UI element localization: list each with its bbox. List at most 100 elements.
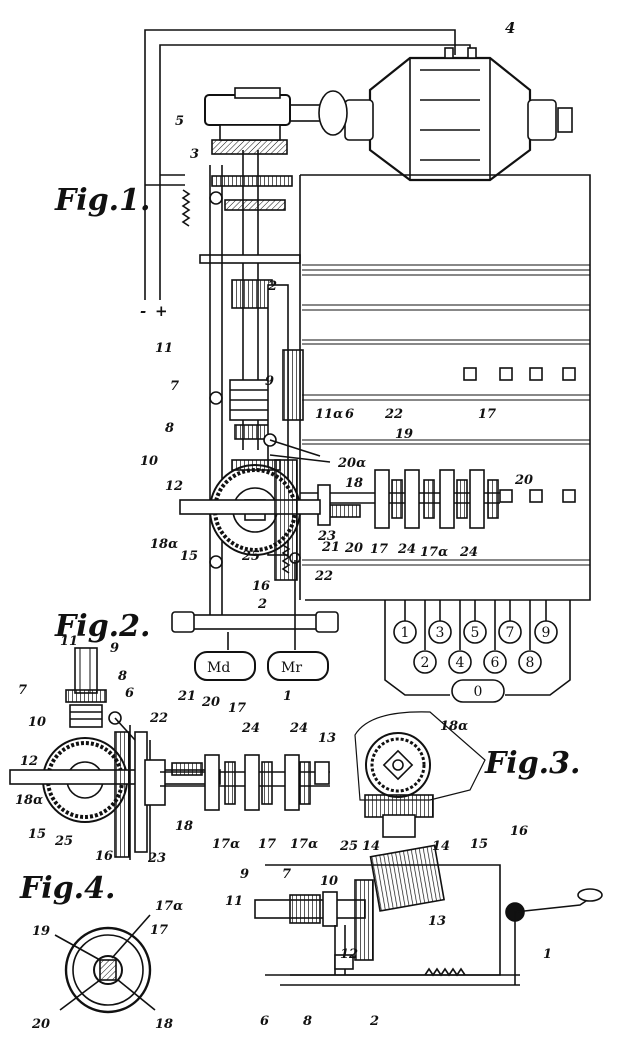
key-label-6: 6 — [491, 655, 500, 671]
key-6 — [483, 650, 507, 674]
ref3-1: 1 — [543, 947, 552, 962]
ref2-15: 15 — [28, 827, 46, 842]
key-label-8: 8 — [526, 655, 535, 671]
figure-titles: Fig.1. Fig.2. Fig.3. Fig.4. — [19, 183, 580, 906]
ref2-17b: 17 — [258, 837, 276, 852]
ref4-19: 19 — [32, 924, 50, 939]
ref2-12: 12 — [20, 754, 38, 769]
key-4 — [448, 650, 472, 674]
ref3-25: 25 — [339, 839, 358, 854]
ref-3: 3 — [190, 147, 199, 162]
gear-head — [204, 87, 293, 211]
electric-motor — [289, 47, 573, 182]
ref3-8: 8 — [303, 1014, 312, 1029]
ref-25: 25 — [241, 549, 260, 564]
ref-22-lower: 22 — [314, 569, 333, 584]
ref4-20: 20 — [31, 1017, 50, 1032]
key-8 — [518, 650, 542, 674]
fig2-reference-labels: 11 9 8 7 6 10 21 20 17 24 22 24 13 12 18… — [15, 634, 336, 866]
fig4-reference-labels: 19 17α 17 20 18 — [31, 899, 183, 1032]
key-0 — [451, 679, 505, 703]
ref-23: 23 — [317, 529, 336, 544]
ref3-14b: 14 — [432, 839, 450, 854]
figure-2 — [9, 647, 330, 860]
ref4-18: 18 — [155, 1017, 173, 1032]
fig3-title: Fig.3. — [484, 746, 580, 781]
ref2-13: 13 — [318, 731, 336, 746]
key-2 — [413, 650, 437, 674]
ref2-24b: 24 — [289, 721, 308, 736]
ref-20: 20 — [514, 473, 533, 488]
ref-5: 5 — [175, 114, 184, 129]
ref-21: 21 — [321, 540, 340, 555]
ref2-17a2: 17α — [290, 837, 318, 852]
ref2-18: 18 — [175, 819, 193, 834]
mr-box-label: Mr — [281, 660, 302, 676]
ref-16: 16 — [252, 579, 270, 594]
plus-sign: + — [155, 302, 168, 320]
ref-22: 22 — [384, 407, 403, 422]
fig4-title: Fig.4. — [19, 871, 115, 906]
ref2-18a: 18α — [15, 793, 43, 808]
left-frame — [181, 165, 223, 620]
ref-24: 24 — [397, 542, 416, 557]
key-9 — [534, 620, 558, 644]
ref3-15: 15 — [470, 837, 488, 852]
key-label-9: 9 — [542, 625, 551, 641]
ref3-10: 10 — [320, 874, 338, 889]
ref2-7: 7 — [18, 683, 27, 698]
ref2-9: 9 — [110, 641, 119, 656]
key-label-3: 3 — [436, 625, 445, 641]
figure-4 — [54, 914, 156, 1014]
keyboard — [384, 600, 571, 703]
fig3-reference-labels: 18α 15 16 25 14 14 9 7 10 11 13 12 6 8 2… — [225, 719, 552, 1029]
ref3-12: 12 — [340, 947, 358, 962]
ref2-11: 11 — [60, 634, 78, 649]
ref2-22: 22 — [149, 711, 168, 726]
ref-8: 8 — [165, 421, 174, 436]
ref2-23: 23 — [147, 851, 166, 866]
keypad-labels: 1 3 5 7 9 2 4 6 8 0 — [401, 625, 551, 700]
fig1-title: Fig.1. — [54, 183, 150, 218]
ref3-2: 2 — [369, 1014, 379, 1029]
key-1 — [393, 620, 417, 644]
ref3-11: 11 — [225, 894, 243, 909]
bevel-gear-fig1 — [179, 459, 321, 581]
ref2-24: 24 — [241, 721, 260, 736]
key-label-4: 4 — [456, 655, 465, 671]
ref-6: 6 — [345, 407, 354, 422]
ref3-6: 6 — [260, 1014, 269, 1029]
ref4-17a: 17α — [155, 899, 183, 914]
ref-20-lower: 20 — [344, 541, 363, 556]
figure-1 — [144, 29, 591, 703]
ref2-6: 6 — [125, 686, 134, 701]
motor-label: 4 — [505, 19, 515, 37]
ref2-17: 17 — [228, 701, 246, 716]
lower-linkage — [171, 544, 339, 681]
key-label-7: 7 — [506, 625, 515, 641]
ref2-21: 21 — [177, 689, 196, 704]
key-label-5: 5 — [471, 625, 480, 641]
ref2-17a: 17α — [212, 837, 240, 852]
ref3-18a: 18α — [440, 719, 468, 734]
ref3-14a: 14 — [362, 839, 380, 854]
ref2-10: 10 — [28, 715, 46, 730]
key-row-bottom — [413, 650, 542, 674]
minus-sign: - — [140, 302, 146, 320]
ref-9: 9 — [265, 374, 274, 389]
ref2-8: 8 — [118, 669, 127, 684]
counter-wheels-fig1 — [300, 469, 500, 529]
key-7 — [498, 620, 522, 644]
ref-7: 7 — [170, 379, 179, 394]
ref-15: 15 — [180, 549, 198, 564]
ref-17-lower: 17 — [370, 542, 388, 557]
ref-17: 17 — [478, 407, 496, 422]
ref3-9: 9 — [240, 867, 249, 882]
ref-2-lower: 2 — [257, 597, 267, 612]
ref-2-top: 2 — [267, 279, 277, 294]
key-label-0: 0 — [474, 684, 483, 700]
machine-body — [299, 174, 591, 601]
ref-24-right: 24 — [459, 545, 478, 560]
fig2-title: Fig.2. — [54, 609, 150, 644]
